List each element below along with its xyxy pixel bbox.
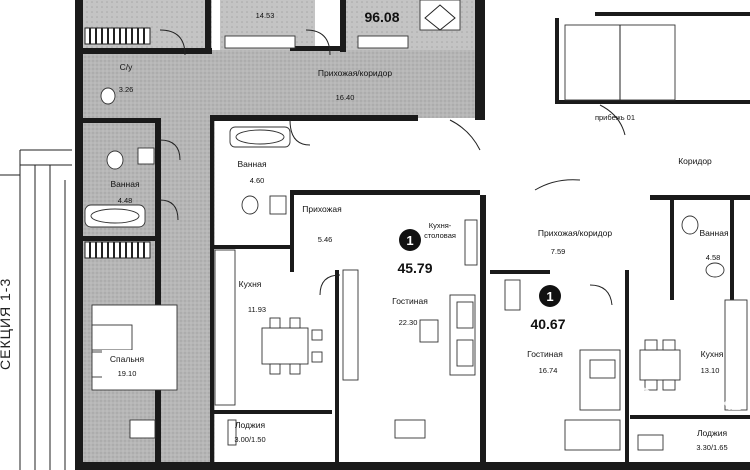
top-apartment-area: 96.08 xyxy=(364,9,399,25)
bedroom-area: 19.10 xyxy=(118,369,137,378)
exterior-outline xyxy=(0,149,72,470)
door-swings xyxy=(159,29,626,306)
hall-mid-label: Прихожая xyxy=(302,204,342,214)
hall-corridor-area: 16.40 xyxy=(336,93,355,102)
kitchen-dining-label-2: столовая xyxy=(424,231,456,240)
right-apartment-furniture xyxy=(504,279,748,451)
top-room-area: 14.53 xyxy=(256,11,275,20)
bedroom-label-bg xyxy=(102,350,152,380)
badge-circle xyxy=(539,285,561,307)
living-right-label: Гостиная xyxy=(527,349,563,359)
apartment-badge-mid: 1 45.79 xyxy=(397,229,433,276)
apartment-badge-right: 1 40.67 xyxy=(530,285,566,332)
bath-mid-area: 4.60 xyxy=(250,176,265,185)
badge-circle xyxy=(399,229,421,251)
hall-mid-area: 5.46 xyxy=(318,235,333,244)
bath-mid-label: Ванная xyxy=(237,159,267,169)
watermark-text: krisha.kz xyxy=(655,390,742,415)
kitchen-left-label: Кухня xyxy=(239,279,262,289)
mid-apartment-furniture xyxy=(342,219,478,439)
loggia-right-area: 3.30/1.65 xyxy=(696,443,727,452)
apartment-area: 40.67 xyxy=(530,316,565,332)
apartment-rooms: 1 xyxy=(546,289,553,304)
loggia-right-label: Лоджия xyxy=(697,428,728,438)
hall-right-area: 7.59 xyxy=(551,247,566,256)
loggia-left-label: Лоджия xyxy=(235,420,266,430)
bedroom-label: Спальня xyxy=(110,354,145,364)
radiators xyxy=(84,27,151,259)
left-lower-fill xyxy=(160,118,215,470)
apartment-rooms: 1 xyxy=(406,233,413,248)
apartment-area: 45.79 xyxy=(397,260,432,276)
bath-right-label: Ванная xyxy=(699,228,729,238)
kitchen-right-area: 13.10 xyxy=(701,366,720,375)
living-mid-label: Гостиная xyxy=(392,296,428,306)
su-area: 3.26 xyxy=(119,85,134,94)
bath-right-area: 4.58 xyxy=(706,253,721,262)
left-column-fill xyxy=(82,50,162,470)
top-furniture xyxy=(224,0,676,101)
hall-right-label: Прихожая/коридор xyxy=(538,228,612,238)
corridor-label: Коридор xyxy=(678,156,712,166)
bath-left-area: 4.48 xyxy=(118,196,133,205)
room-labels: 14.53 96.08 С/у 3.26 Прихожая/коридор 16… xyxy=(102,9,729,452)
hall-corridor-label: Прихожая/коридор xyxy=(318,68,392,78)
living-mid-area: 22.30 xyxy=(399,318,418,327)
walls xyxy=(75,0,750,470)
loggia-left-area: 3.00/1.50 xyxy=(234,435,265,444)
kitchen-dining-label: Кухня- xyxy=(429,221,452,230)
watermark: krisha.kz xyxy=(629,384,742,415)
kitchen-left-area: 11.93 xyxy=(248,305,266,314)
bath-left-label: Ванная xyxy=(110,179,140,189)
watermark-house-icon xyxy=(629,384,651,405)
left-apartment xyxy=(82,0,480,470)
corridor-fill xyxy=(160,50,480,118)
living-right-area: 16.74 xyxy=(539,366,558,375)
su-label: С/у xyxy=(120,62,134,72)
bathroom-fixtures xyxy=(84,87,725,278)
section-label: СЕКЦИЯ 1-3 xyxy=(0,278,13,370)
kitchen-right-label: Кухня xyxy=(701,349,724,359)
upper-right-small-label: прибежь 01 xyxy=(595,113,635,122)
kitchen-left-furniture xyxy=(214,249,323,446)
